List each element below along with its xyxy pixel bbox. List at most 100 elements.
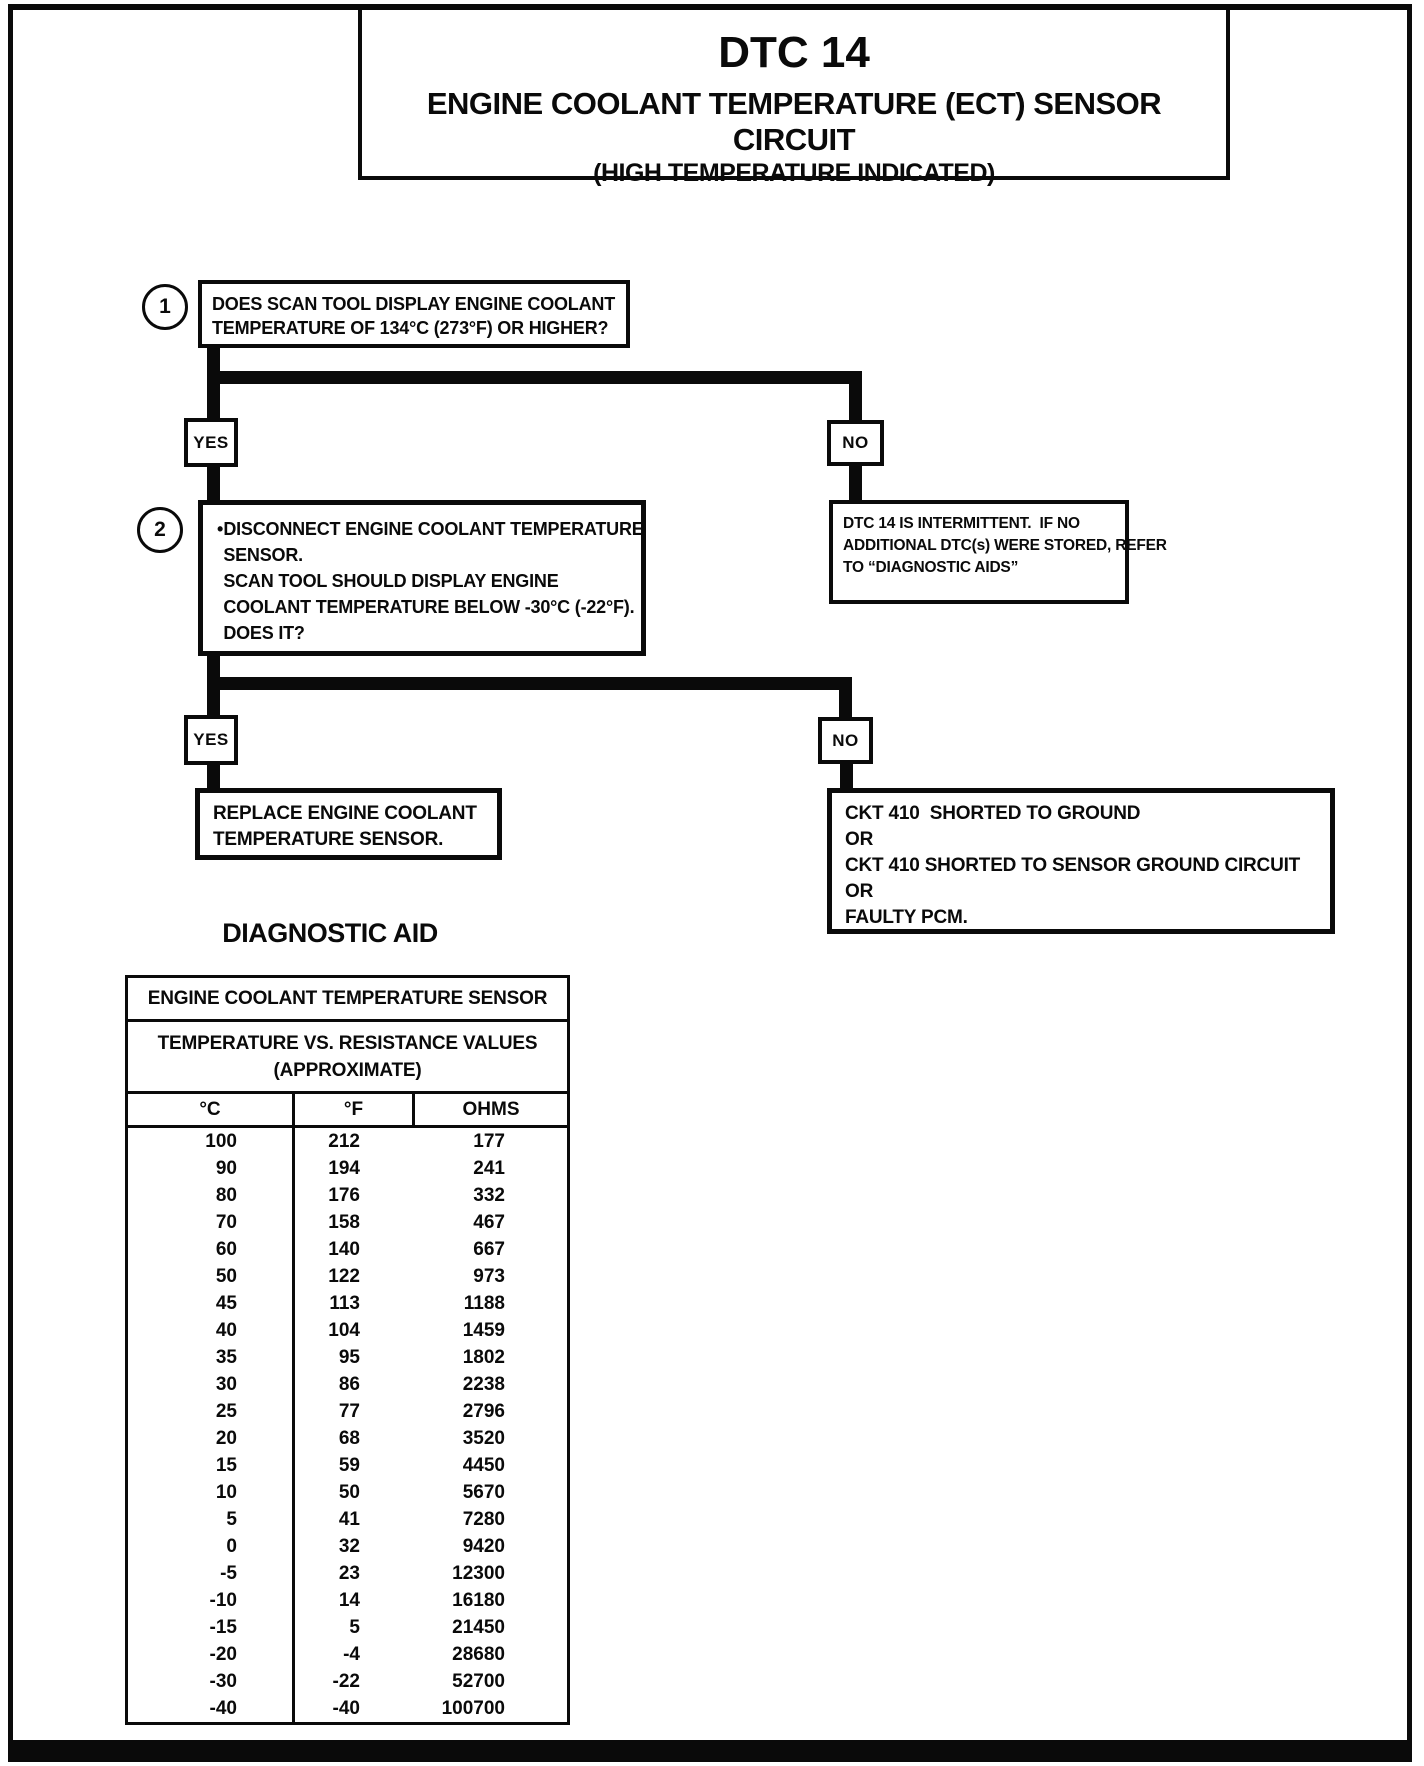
table-cell: 40 <box>215 1320 237 1341</box>
title-box: DTC 14 ENGINE COOLANT TEMPERATURE (ECT) … <box>358 6 1230 187</box>
box-text-line: SENSOR. <box>223 545 303 565</box>
box-text-line: CKT 410 SHORTED TO SENSOR GROUND CIRCUIT <box>845 855 1301 876</box>
table-cell: 20 <box>215 1428 237 1449</box>
connector-line <box>840 764 853 790</box>
connector-line <box>207 371 862 384</box>
table-cell: -5 <box>220 1563 237 1584</box>
column-header-c: °C <box>128 1094 292 1128</box>
column-header-ohms: OHMS <box>412 1094 567 1128</box>
table-cell: 90 <box>215 1158 237 1179</box>
table-cell: 5 <box>226 1509 237 1530</box>
table-cell: 1802 <box>462 1347 505 1368</box>
table-cell: 0 <box>226 1536 237 1557</box>
table-cell: -10 <box>209 1590 237 1611</box>
box-text-line: DTC 14 IS INTERMITTENT. IF NO <box>843 515 1080 532</box>
table-cell: 2238 <box>462 1374 505 1395</box>
step2-no-box: NO <box>818 717 873 764</box>
table-subtitle-line: TEMPERATURE VS. RESISTANCE VALUES <box>157 1032 538 1054</box>
table-cell: 1459 <box>462 1320 505 1341</box>
step2-action-box: • DISCONNECT ENGINE COOLANT TEMPERATURE … <box>198 500 646 656</box>
table-cell: 35 <box>215 1347 237 1368</box>
table-cell: 7280 <box>462 1509 505 1530</box>
table-cell: 113 <box>292 1290 412 1317</box>
table-cell: 30 <box>215 1374 237 1395</box>
page-subtitle: ENGINE COOLANT TEMPERATURE (ECT) SENSOR … <box>426 86 1162 157</box>
box-text-line: TEMPERATURE OF 134°C (273°F) OR HIGHER? <box>212 318 609 338</box>
table-cell: 95 <box>292 1344 412 1371</box>
table-cell: 15 <box>215 1455 237 1476</box>
box-text-line: REPLACE ENGINE COOLANT <box>213 803 477 824</box>
table-cell: 5670 <box>462 1482 505 1503</box>
no-label: NO <box>832 730 859 750</box>
table-cell: 5 <box>292 1614 412 1641</box>
step2-yes-box: YES <box>184 715 238 765</box>
step1-question-box: DOES SCAN TOOL DISPLAY ENGINE COOLANT TE… <box>198 280 630 348</box>
box-text-line: TO “DIAGNOSTIC AIDS” <box>843 559 1019 576</box>
box-text-line: TEMPERATURE SENSOR. <box>213 829 444 850</box>
table-cell: 9420 <box>462 1536 505 1557</box>
connector-line <box>207 765 220 790</box>
connector-line <box>849 371 862 420</box>
table-cell: 70 <box>215 1212 237 1233</box>
table-cell: 60 <box>215 1239 237 1260</box>
step1-number-circle: 1 <box>142 284 188 330</box>
step1-yes-box: YES <box>184 418 238 467</box>
table-cell: 32 <box>292 1533 412 1560</box>
box-text-line: COOLANT TEMPERATURE BELOW -30°C (-22°F). <box>223 597 635 617</box>
step2-number: 2 <box>154 518 166 541</box>
box-text-line: OR <box>845 829 874 850</box>
table-cell: -20 <box>209 1644 237 1665</box>
table-cell: 23 <box>292 1560 412 1587</box>
yes-label: YES <box>193 730 229 749</box>
table-cell: 14 <box>292 1587 412 1614</box>
table-cell: 52700 <box>452 1671 505 1692</box>
table-cell: 59 <box>292 1452 412 1479</box>
table-cell: 10 <box>215 1482 237 1503</box>
table-cell: -4 <box>292 1641 412 1668</box>
no-label: NO <box>842 433 869 452</box>
table-cell: 45 <box>215 1293 237 1314</box>
table-cell: 973 <box>473 1266 505 1287</box>
table-cell: 194 <box>292 1155 412 1182</box>
box-text-line: ADDITIONAL DTC(s) WERE STORED, REFER <box>843 537 1167 554</box>
diagnostic-aid-heading: DIAGNOSTIC AID <box>222 918 438 948</box>
connector-line <box>207 677 852 690</box>
table-cell: 212 <box>292 1128 412 1155</box>
table-cell: -30 <box>209 1671 237 1692</box>
step2-number-circle: 2 <box>137 507 183 553</box>
box-text-line: CKT 410 SHORTED TO GROUND <box>845 803 1141 824</box>
table-cell: 80 <box>215 1185 237 1206</box>
step1-no-box: NO <box>827 420 884 466</box>
table-cell: 122 <box>292 1263 412 1290</box>
box-text-line: FAULTY PCM. <box>845 907 968 928</box>
table-cell: 3520 <box>462 1428 505 1449</box>
step1-number: 1 <box>159 295 171 318</box>
column-header-f: °F <box>292 1094 412 1128</box>
table-cell: 86 <box>292 1371 412 1398</box>
table-cell: 176 <box>292 1182 412 1209</box>
connector-line <box>839 677 852 718</box>
yes-label: YES <box>193 432 229 452</box>
table-cell: 177 <box>473 1131 505 1152</box>
table-cell: 140 <box>292 1236 412 1263</box>
table-cell: 77 <box>292 1398 412 1425</box>
step2-yes-result-box: REPLACE ENGINE COOLANT TEMPERATURE SENSO… <box>195 788 502 860</box>
box-text-line: DOES IT? <box>223 623 305 643</box>
connector-line <box>849 465 862 502</box>
table-title: ENGINE COOLANT TEMPERATURE SENSOR <box>128 978 567 1022</box>
page-subtitle-note: (HIGH TEMPERATURE INDICATED) <box>593 159 995 187</box>
table-subtitle: TEMPERATURE VS. RESISTANCE VALUES (APPRO… <box>128 1022 567 1094</box>
page-title: DTC 14 <box>718 28 870 77</box>
table-cell: 100 <box>205 1131 237 1152</box>
table-cell: 667 <box>473 1239 505 1260</box>
table-cell: 467 <box>473 1212 505 1233</box>
bullet-icon: • <box>217 519 224 539</box>
table-cell: 50 <box>215 1266 237 1287</box>
table-cell: 104 <box>292 1317 412 1344</box>
table-cell: 241 <box>473 1158 505 1179</box>
table-cell: -22 <box>292 1668 412 1695</box>
table-cell: 50 <box>292 1479 412 1506</box>
table-cell: 1188 <box>463 1293 505 1314</box>
diagnostic-aid-table: ENGINE COOLANT TEMPERATURE SENSOR TEMPER… <box>125 975 570 1725</box>
